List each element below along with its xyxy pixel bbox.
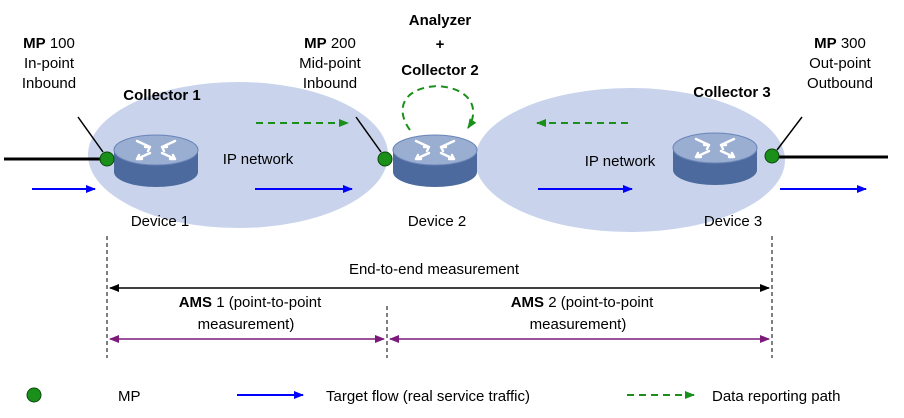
mp-200-line3: Inbound bbox=[303, 75, 357, 92]
analyzer-label: Analyzer bbox=[409, 12, 472, 29]
mp-200-line2: Mid-point bbox=[299, 55, 362, 72]
ams2-label: AMS 2 (point-to-point bbox=[511, 294, 654, 311]
mp-100-line2: In-point bbox=[24, 55, 75, 72]
device-1-label: Device 1 bbox=[131, 213, 189, 230]
device-2-label: Device 2 bbox=[408, 213, 466, 230]
ams2-line2: measurement) bbox=[530, 316, 627, 333]
ip-network-left: IP network bbox=[223, 151, 294, 168]
mp-pointer bbox=[776, 116, 803, 151]
router-icon bbox=[112, 133, 200, 189]
legend: MP Target flow (real service traffic) Da… bbox=[26, 387, 840, 405]
collector-2-label: Collector 2 bbox=[401, 62, 479, 79]
ams1-label: AMS 1 (point-to-point bbox=[179, 294, 322, 311]
mp-pointer bbox=[77, 116, 104, 153]
mp-300-line2: Out-point bbox=[809, 55, 872, 72]
mp-dot-icon bbox=[26, 387, 42, 403]
e2e-label: End-to-end measurement bbox=[349, 261, 520, 278]
mp-dot-icon bbox=[99, 151, 115, 167]
mp-dot-icon bbox=[377, 151, 393, 167]
mp-dot-icon bbox=[764, 148, 780, 164]
mp-300-label: MP 300 bbox=[814, 35, 866, 52]
legend-reporting: Data reporting path bbox=[712, 388, 840, 405]
ip-network-right: IP network bbox=[585, 153, 656, 170]
network-cloud-left bbox=[88, 82, 388, 228]
collector-3-label: Collector 3 bbox=[693, 84, 771, 101]
analyzer-plus: + bbox=[436, 36, 445, 53]
router-icon bbox=[391, 133, 479, 189]
device-3-label: Device 3 bbox=[704, 213, 762, 230]
mp-100-line3: Inbound bbox=[22, 75, 76, 92]
legend-target-flow: Target flow (real service traffic) bbox=[326, 388, 530, 405]
router-icon bbox=[671, 131, 759, 187]
mp-300-line3: Outbound bbox=[807, 75, 873, 92]
legend-mp: MP bbox=[118, 388, 141, 405]
mp-100-label: MP 100 bbox=[23, 35, 75, 52]
mp-200-label: MP 200 bbox=[304, 35, 356, 52]
collector-1-label: Collector 1 bbox=[123, 87, 201, 104]
mp-pointer bbox=[355, 116, 382, 153]
reporting-loop-arrow bbox=[401, 84, 477, 131]
ams1-line2: measurement) bbox=[198, 316, 295, 333]
